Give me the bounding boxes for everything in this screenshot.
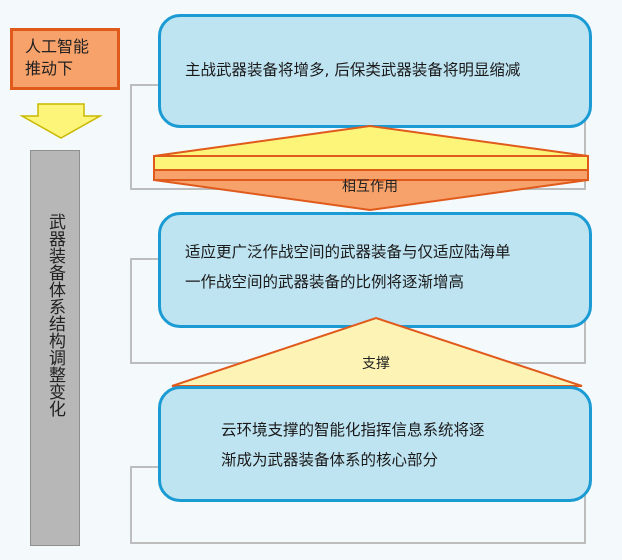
support-label: 支撑 bbox=[362, 356, 390, 372]
structure-change-box-3: 云环境支撑的智能化指挥信息系统将逐 渐成为武器装备体系的核心部分 bbox=[158, 386, 592, 502]
structure-change-box-1: 主战武器装备将增多, 后保类武器装备将明显缩减 bbox=[158, 14, 592, 128]
box2-line-1: 适应更广泛作战空间的武器装备与仅适应陆海单 bbox=[185, 243, 511, 261]
support-triangle: 支撑 bbox=[171, 316, 583, 387]
down-arrow-icon bbox=[19, 103, 103, 139]
interaction-double-arrow: 相互作用 bbox=[153, 124, 589, 212]
ai-driver-line-1: 人工智能 bbox=[25, 37, 90, 56]
box2-line-2: 一作战空间的武器装备的比例将逐渐增高 bbox=[185, 273, 465, 291]
box1-line-1: 主战武器装备将增多, 后保类武器装备将明显缩减 bbox=[185, 61, 521, 79]
structure-change-box-2: 适应更广泛作战空间的武器装备与仅适应陆海单 一作战空间的武器装备的比例将逐渐增高 bbox=[158, 212, 592, 328]
side-bar-label: 武器装备体系结构调整变化 bbox=[45, 213, 65, 417]
interaction-label: 相互作用 bbox=[342, 179, 398, 195]
ai-driver-label-box: 人工智能 推动下 bbox=[10, 28, 120, 90]
box3-line-1: 云环境支撑的智能化指挥信息系统将逐 bbox=[221, 421, 485, 439]
box3-line-2: 渐成为武器装备体系的核心部分 bbox=[221, 451, 439, 469]
system-change-side-bar: 武器装备体系结构调整变化 bbox=[30, 150, 80, 546]
ai-driver-line-2: 推动下 bbox=[25, 59, 74, 78]
